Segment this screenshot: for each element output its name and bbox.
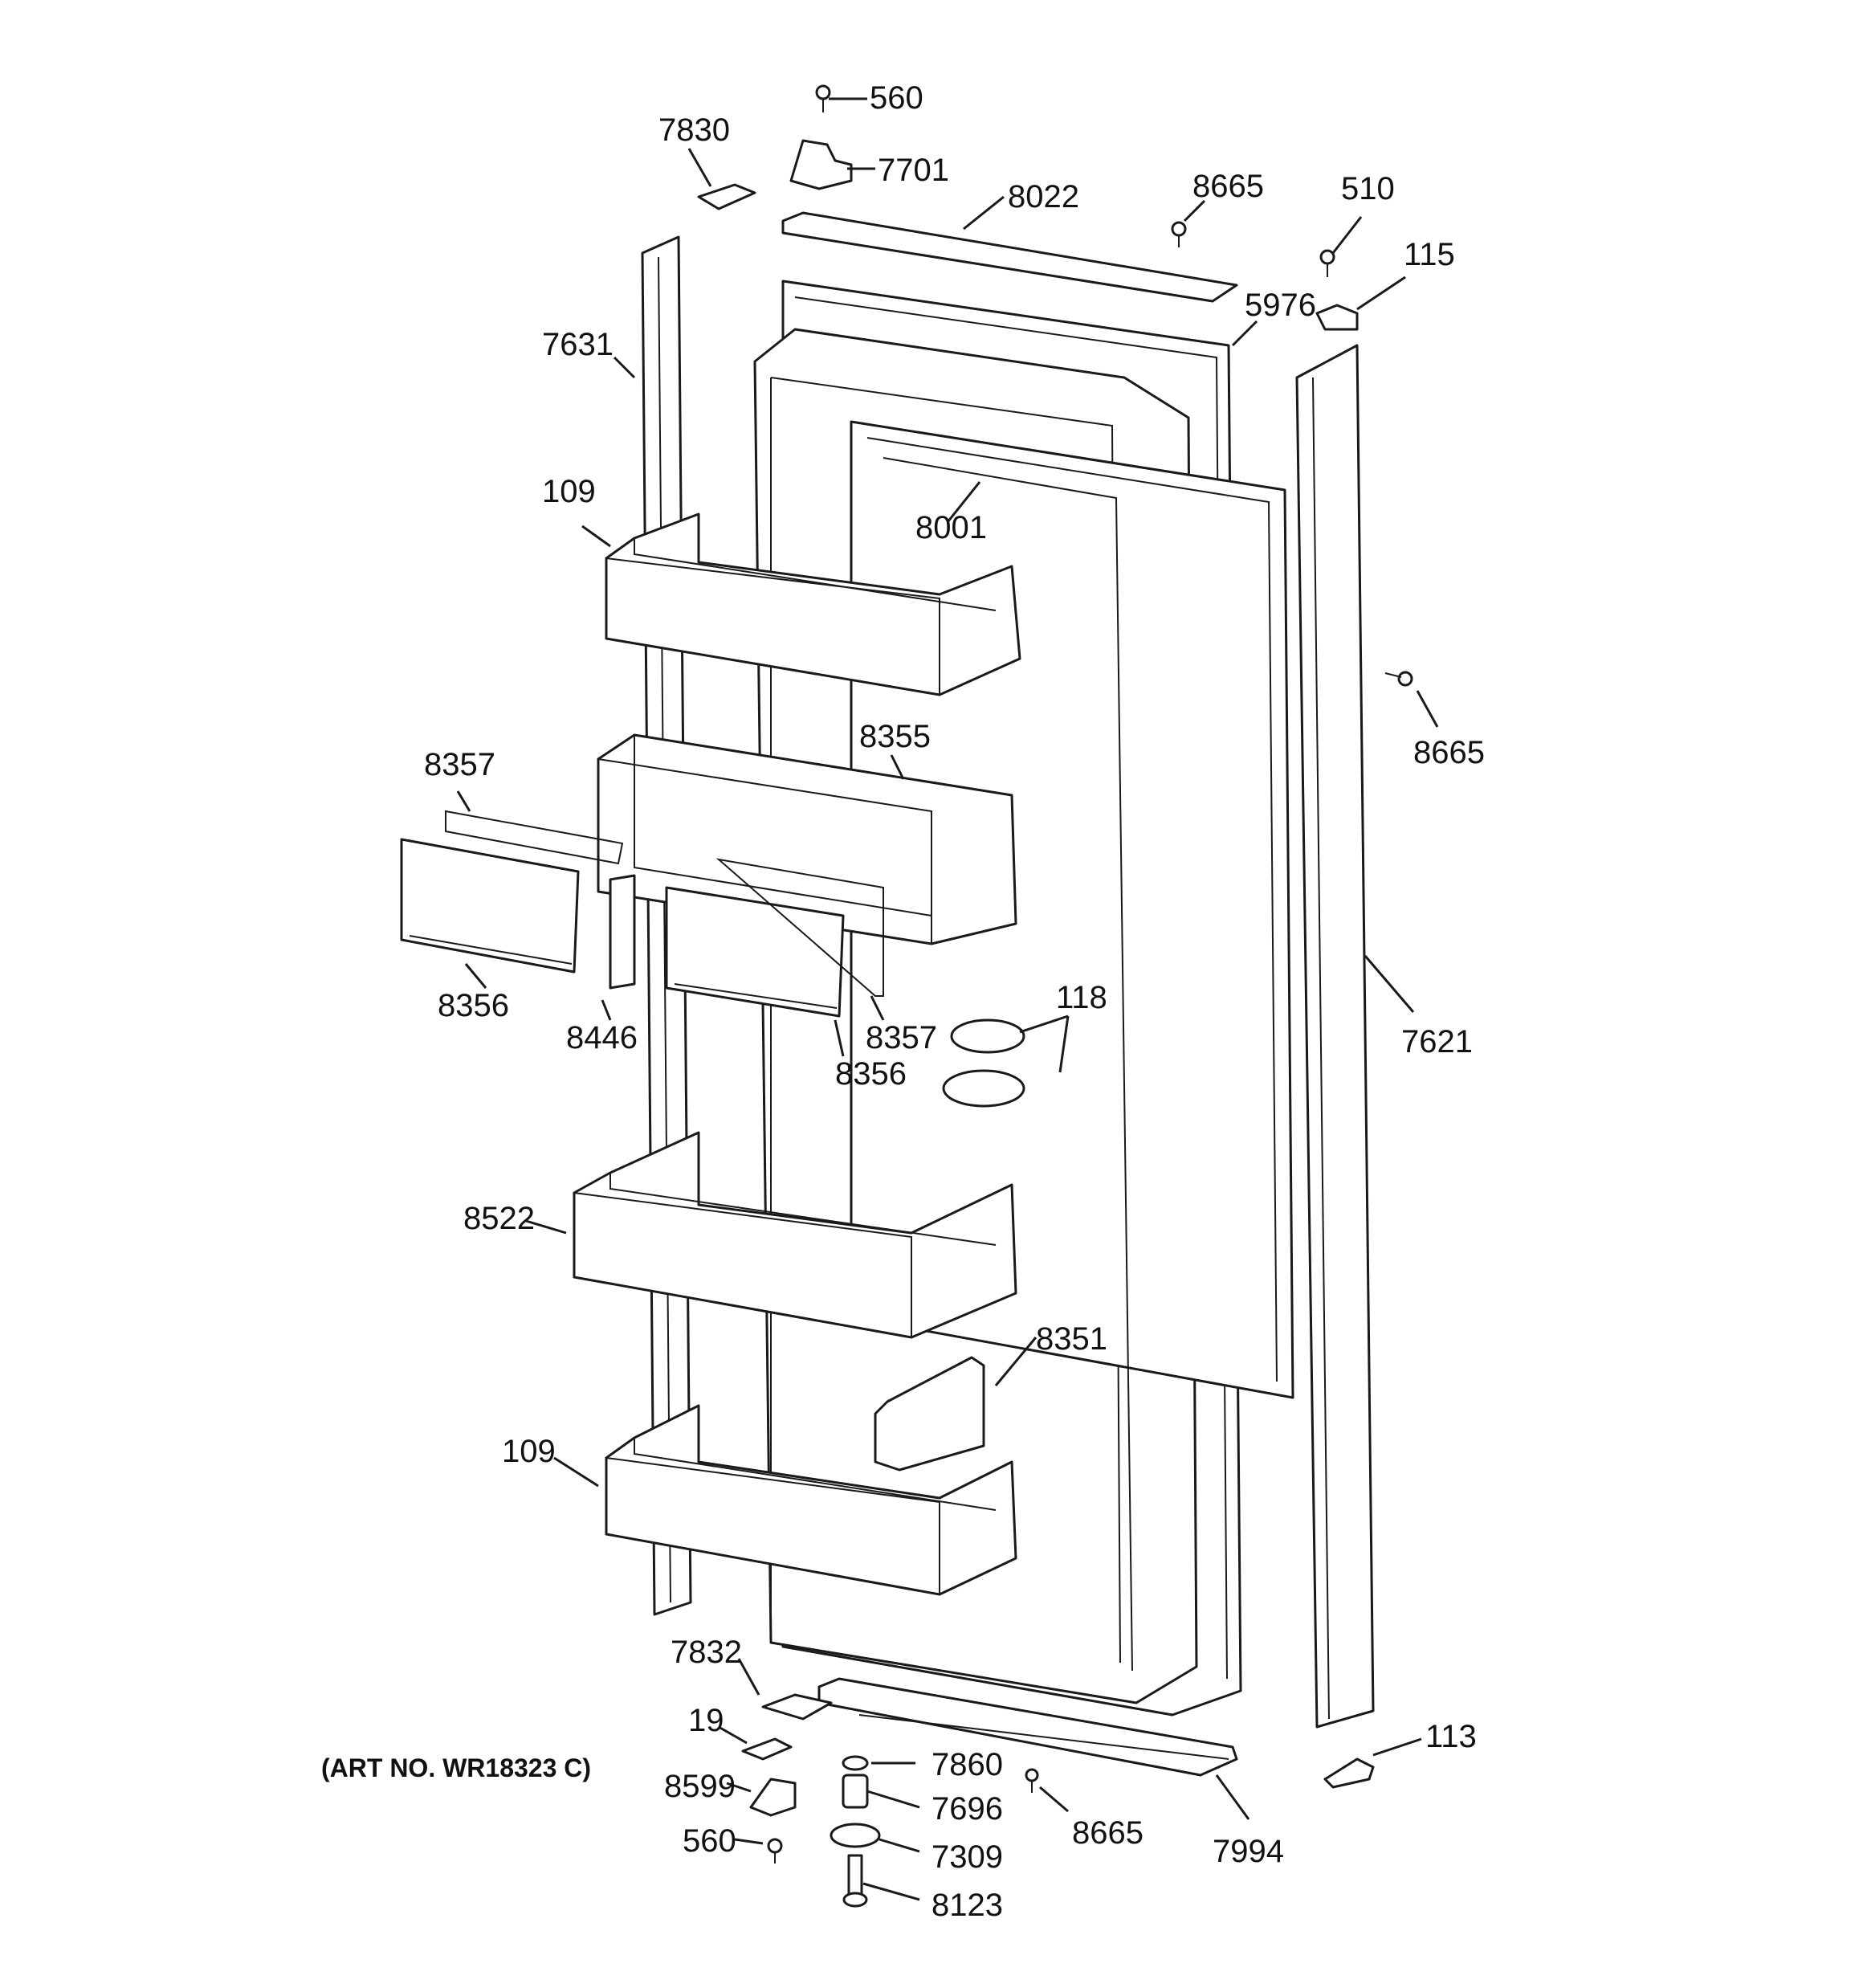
callout-7701: 7701 xyxy=(878,153,949,188)
top-trim-strip xyxy=(781,211,1238,303)
callout-560-bottom: 560 xyxy=(683,1823,736,1859)
callout-labels: 560 7830 7701 8022 8665 510 115 5976 763… xyxy=(424,80,1485,1923)
leader-lines xyxy=(456,97,1439,1901)
callout-8665-bottom: 8665 xyxy=(1072,1815,1143,1851)
washer-7860 xyxy=(842,1755,869,1771)
callout-8355: 8355 xyxy=(859,719,931,754)
dairy-door-frame-left xyxy=(445,810,624,865)
egg-tray-118-top xyxy=(950,1018,1025,1054)
callout-8599: 8599 xyxy=(664,1769,736,1804)
dairy-door-right xyxy=(665,886,845,1018)
callout-8357-left: 8357 xyxy=(424,747,495,782)
callout-7696: 7696 xyxy=(932,1791,1003,1827)
callout-8522: 8522 xyxy=(463,1201,535,1236)
pin-8123 xyxy=(842,1854,868,1908)
callout-7309: 7309 xyxy=(932,1839,1003,1875)
callout-8665-side: 8665 xyxy=(1413,735,1485,770)
door-bin-middle xyxy=(573,1131,1017,1339)
callout-8123: 8123 xyxy=(932,1888,1003,1923)
callout-7994: 7994 xyxy=(1213,1834,1284,1869)
callout-19: 19 xyxy=(688,1703,724,1738)
callout-7621: 7621 xyxy=(1401,1024,1473,1059)
callout-510: 510 xyxy=(1341,171,1395,206)
screw-8665-side xyxy=(1384,671,1413,687)
callout-560-top: 560 xyxy=(870,80,923,116)
callout-7631: 7631 xyxy=(542,327,614,362)
callout-7830: 7830 xyxy=(658,112,730,148)
callout-8356-right: 8356 xyxy=(835,1056,907,1092)
screw-8665-top xyxy=(1171,221,1187,247)
cam-115 xyxy=(1315,304,1359,331)
callout-7832: 7832 xyxy=(671,1635,742,1670)
callout-8001: 8001 xyxy=(915,510,987,545)
callout-113: 113 xyxy=(1425,1719,1477,1754)
dairy-hinge-8446 xyxy=(609,874,636,990)
art-number-label: (ART NO. WR18323 C) xyxy=(321,1753,591,1782)
callout-8022: 8022 xyxy=(1008,179,1079,214)
dairy-door-left xyxy=(400,838,580,974)
washer-7309 xyxy=(830,1823,881,1848)
callout-5976: 5976 xyxy=(1245,288,1316,323)
top-bracket xyxy=(697,183,756,210)
screw-560-bottom xyxy=(767,1838,783,1863)
callout-7860: 7860 xyxy=(932,1747,1003,1782)
bottom-plate-19 xyxy=(741,1737,793,1761)
callout-109-bottom: 109 xyxy=(502,1434,556,1469)
top-hinge xyxy=(789,139,853,190)
screw-510 xyxy=(1319,249,1335,277)
callout-8446: 8446 xyxy=(566,1020,638,1055)
top-screw xyxy=(815,84,831,112)
callout-115: 115 xyxy=(1404,237,1455,272)
cam-113 xyxy=(1323,1757,1375,1789)
callout-8351: 8351 xyxy=(1036,1321,1107,1357)
bushing-7696 xyxy=(842,1774,869,1809)
callout-8357-right: 8357 xyxy=(866,1020,937,1055)
screw-8665-bottom xyxy=(1025,1768,1039,1793)
callout-109-top: 109 xyxy=(542,474,596,509)
callout-118: 118 xyxy=(1056,980,1107,1015)
egg-tray-118-bottom xyxy=(942,1069,1025,1108)
bottom-hinge-8599 xyxy=(749,1778,797,1817)
callout-8356-left: 8356 xyxy=(438,988,509,1023)
dairy-compartment xyxy=(597,733,1017,945)
dairy-door-frame-right xyxy=(715,858,884,997)
bottom-bracket-7832 xyxy=(761,1693,833,1721)
right-trim-strip xyxy=(1295,344,1375,1729)
door-bin-bottom xyxy=(605,1404,1017,1596)
door-bin-top xyxy=(605,512,1021,696)
accessory-8351 xyxy=(874,1356,985,1472)
callout-8665-top: 8665 xyxy=(1192,169,1264,204)
